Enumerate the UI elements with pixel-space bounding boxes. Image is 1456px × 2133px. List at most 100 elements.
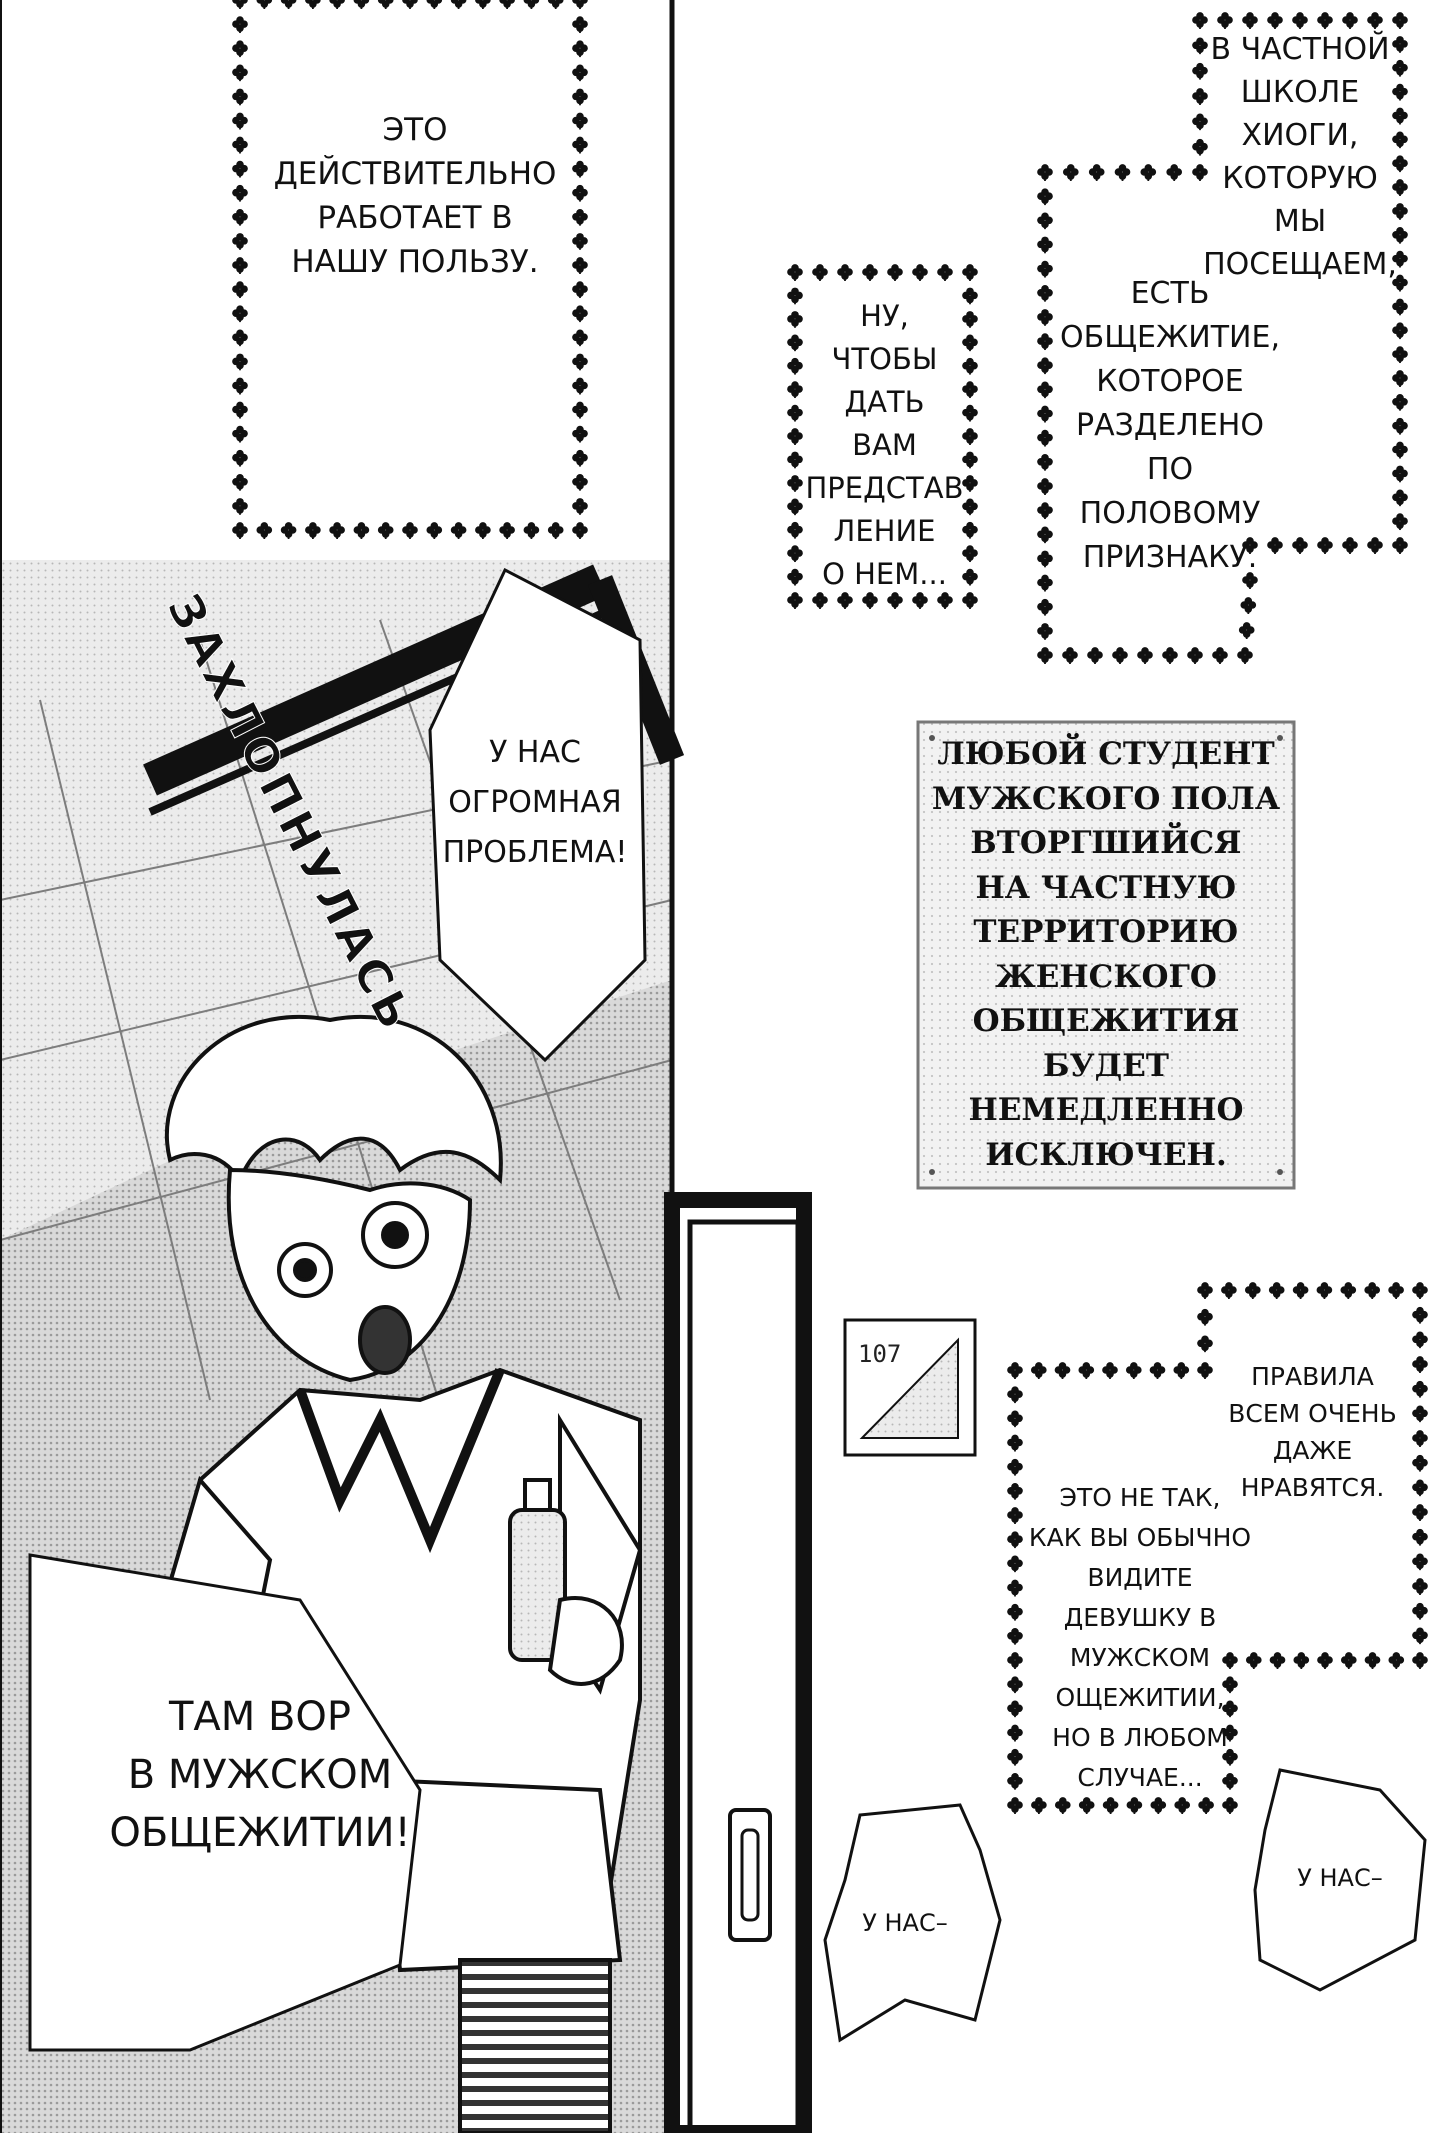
clover-icon <box>1162 647 1178 664</box>
clover-icon <box>1173 1362 1190 1379</box>
clover-icon <box>1007 1531 1023 1549</box>
clover-icon <box>1007 1362 1023 1379</box>
clover-icon <box>1102 1797 1119 1814</box>
clover-icon <box>1030 1362 1047 1379</box>
clover-icon <box>1037 188 1053 206</box>
clover-icon <box>232 40 248 58</box>
clover-icon <box>232 498 248 515</box>
clover-icon <box>1392 370 1408 387</box>
clover-icon <box>572 377 588 395</box>
clover-icon <box>572 449 588 467</box>
clover-icon <box>787 568 803 586</box>
clover-icon <box>572 88 588 106</box>
clover-icon <box>547 0 564 9</box>
warning-sign-text: ЛЮБОЙ СТУДЕНТ МУЖСКОГО ПОЛА ВТОРГШИЙСЯ Н… <box>931 736 1281 1173</box>
clover-icon <box>1078 1362 1095 1379</box>
left-panel <box>0 560 685 2133</box>
caption-top-left: ЭТО ДЕЙСТВИТЕЛЬНО РАБОТАЕТ В НАШУ ПОЛЬЗУ… <box>273 112 557 280</box>
clover-icon <box>1197 1335 1213 1353</box>
clover-icon <box>1037 647 1053 664</box>
caption-unusual: ЭТО НЕ ТАК, КАК ВЫ ОБЫЧНО ВИДИТЕ ДЕВУШКУ… <box>1028 1483 1252 1792</box>
clover-icon <box>572 353 588 371</box>
clover-icon <box>1392 441 1408 459</box>
clover-icon <box>1007 1386 1023 1404</box>
clover-icon <box>232 136 248 154</box>
clover-icon <box>232 208 248 226</box>
clover-icon <box>1037 212 1053 230</box>
clover-icon <box>1392 417 1408 435</box>
clover-icon <box>1192 12 1208 29</box>
caption-idea: НУ, ЧТОБЫ ДАТЬ ВАМ ПРЕДСТАВ ЛЕНИЕ О НЕМ.… <box>805 299 964 591</box>
hair <box>164 1014 503 1185</box>
clover-icon <box>787 287 803 305</box>
clover-icon <box>1392 393 1408 411</box>
clover-icon <box>1166 164 1183 181</box>
clover-icon <box>1392 298 1408 316</box>
clover-icon <box>1412 1306 1428 1324</box>
clover-icon <box>572 0 588 9</box>
clover-icon <box>426 522 443 539</box>
clover-icon <box>547 522 564 539</box>
clover-icon <box>1412 1405 1428 1423</box>
clover-icon <box>787 404 803 422</box>
clover-icon <box>475 0 491 9</box>
eye-left-pupil <box>293 1258 317 1282</box>
clover-icon <box>1367 537 1383 554</box>
clover-icon <box>787 357 803 375</box>
clover-icon <box>1242 12 1258 29</box>
clover-icon <box>1126 1797 1143 1814</box>
clover-icon <box>1174 1797 1191 1814</box>
clover-icon <box>1087 647 1103 664</box>
clover-icon <box>787 498 803 516</box>
clover-icon <box>329 0 345 9</box>
clover-icon <box>1412 1652 1428 1669</box>
clover-icon <box>1412 1356 1428 1373</box>
clover-icon <box>572 329 588 347</box>
clover-icon <box>232 449 248 467</box>
clover-icon <box>1412 1331 1428 1349</box>
clover-icon <box>1007 1676 1023 1694</box>
sign-screw-br <box>1277 1169 1283 1175</box>
clover-icon <box>1412 1380 1428 1398</box>
clover-icon <box>232 160 248 178</box>
clover-icon <box>572 522 588 539</box>
clover-icon <box>1102 1362 1118 1379</box>
sign-screw-tr <box>1277 735 1283 741</box>
clover-icon <box>1007 1434 1023 1452</box>
clover-icon <box>1088 164 1105 181</box>
clover-icon <box>1392 513 1408 531</box>
clover-icon <box>1292 1282 1309 1299</box>
door-number: 107 <box>858 1340 902 1368</box>
door-frame <box>664 1192 812 2133</box>
clover-icon <box>1392 322 1408 340</box>
clover-icon <box>232 522 248 539</box>
clover-icon <box>1149 1362 1166 1379</box>
clover-icon <box>499 522 515 539</box>
jacket-collar <box>295 1368 505 1554</box>
warning-sign-plate <box>916 720 1296 1190</box>
clover-icon <box>1412 1602 1428 1620</box>
caption-dorm: ЕСТЬ ОБЩЕЖИТИЕ, КОТОРОЕ РАЗДЕЛЕНО ПО ПОЛ… <box>1060 276 1280 575</box>
clover-icon <box>1240 597 1257 614</box>
clover-icon <box>1187 647 1203 664</box>
clover-icon <box>1197 1282 1213 1299</box>
clover-icon <box>1316 1282 1333 1299</box>
clover-icon <box>1237 647 1253 664</box>
clover-icon <box>1364 1652 1381 1669</box>
clover-icon <box>450 0 467 9</box>
clover-icon <box>1342 12 1358 29</box>
clover-icon <box>1007 1603 1023 1621</box>
clover-icon <box>329 522 345 539</box>
clover-icon <box>1078 1797 1095 1814</box>
clover-icon <box>1222 1797 1238 1814</box>
clover-icon <box>1412 1430 1428 1447</box>
clover-icon <box>1392 537 1408 554</box>
clover-icon <box>1007 1507 1023 1524</box>
clover-icon <box>787 521 803 539</box>
clover-icon <box>402 0 418 9</box>
clover-icon <box>787 428 803 445</box>
clover-icon <box>232 257 248 274</box>
bubble-thief-shape <box>28 1553 422 2052</box>
sign-screw-bl <box>929 1169 935 1175</box>
clover-icon <box>232 184 248 202</box>
